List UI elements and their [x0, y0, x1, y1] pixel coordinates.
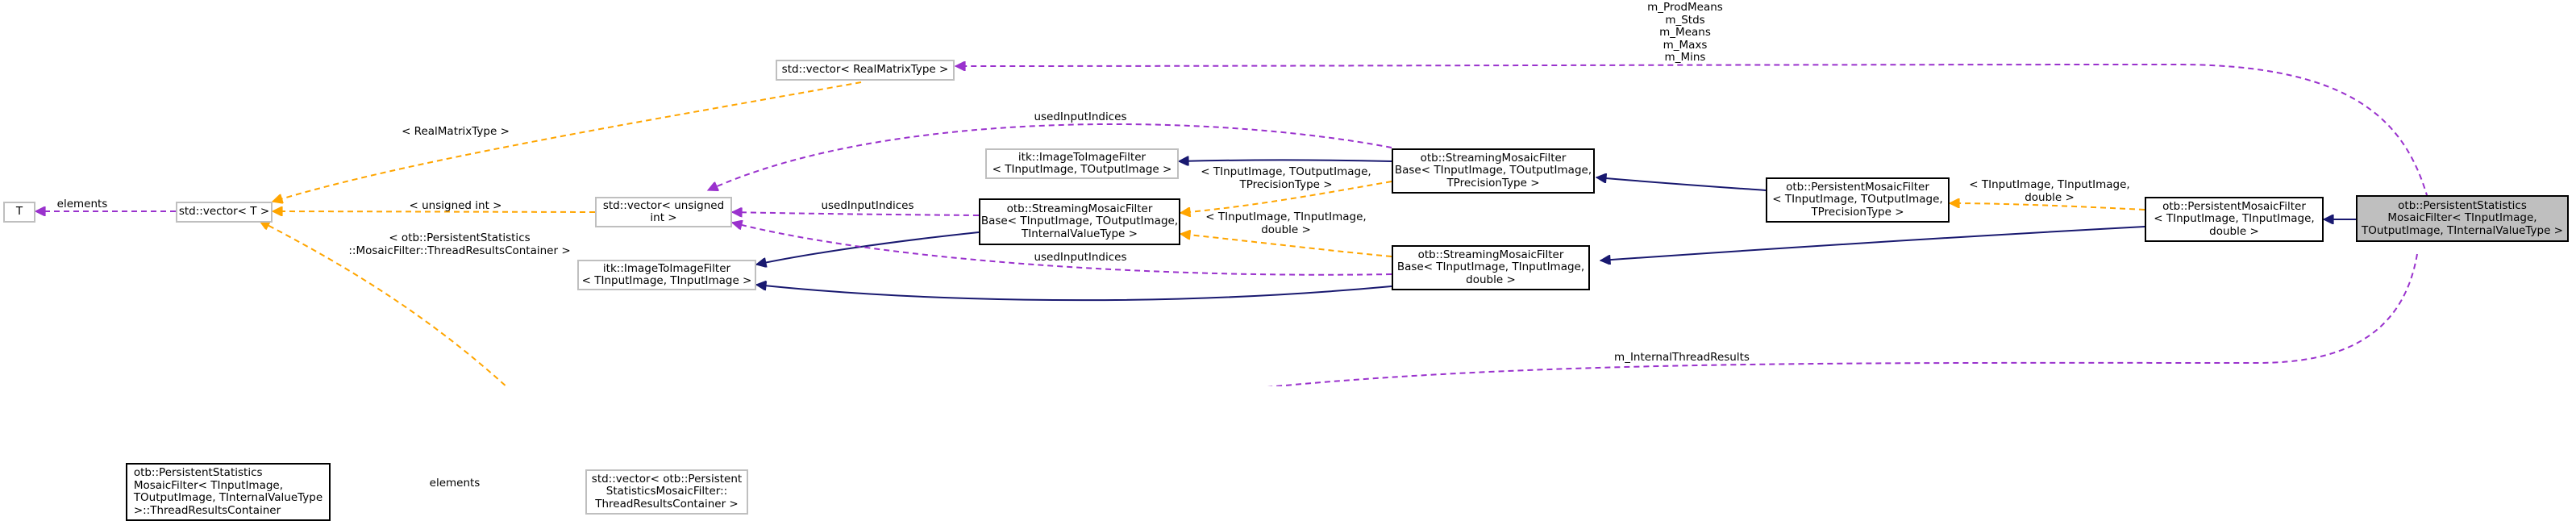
node-persistent-mosaic-filter-double[interactable]: otb::PersistentMosaicFilter < TInputImag… — [2145, 197, 2324, 242]
edge-label-internal-thread-results: m_InternalThreadResults — [1614, 351, 1750, 364]
edge-template-vector-realmatrix-to-vector-t — [273, 81, 862, 202]
node-vector-t[interactable]: std::vector< T > — [176, 202, 273, 223]
edge-label-template-precision: < TInputImage, TOutputImage, TPrecisionT… — [1201, 165, 1371, 191]
edge-template-vector-unsigned-to-vector-t — [273, 211, 596, 212]
collaboration-diagram — [0, 0, 2437, 386]
edge-label-used-input-indices-3: usedInputIndices — [1034, 251, 1127, 264]
node-vector-unsigned-int[interactable]: std::vector< unsigned int > — [595, 197, 732, 227]
node-persistent-statistics-mosaic-filter[interactable]: otb::PersistentStatistics MosaicFilter< … — [2356, 195, 2569, 242]
edge-usage-used-indices-3 — [732, 223, 1392, 276]
node-itk-image-to-image-filter-output[interactable]: itk::ImageToImageFilter < TInputImage, T… — [985, 148, 1179, 179]
node-label: otb::PersistentMosaicFilter < TInputImag… — [2154, 199, 2315, 238]
edge-usage-used-indices-1 — [708, 123, 1392, 190]
node-label: otb::PersistentStatistics MosaicFilter< … — [2362, 198, 2563, 237]
edge-label-template-threadresults: < otb::PersistentStatistics ::MosaicFilt… — [348, 231, 571, 257]
edge-label-used-input-indices-1: usedInputIndices — [1034, 110, 1127, 123]
edge-template-mosaic-double-to-mosaic-precision — [1950, 203, 2145, 210]
node-streaming-mosaic-filter-base-internal[interactable]: otb::StreamingMosaicFilter Base< TInputI… — [979, 198, 1180, 245]
edge-label-template-double-1: < TInputImage, TInputImage, double > — [1969, 178, 2130, 204]
edge-inherit-mosaic-precision-to-streaming-precision — [1596, 177, 1767, 191]
node-t[interactable]: T — [3, 202, 35, 223]
edge-inherit-mosaic-double-to-streaming-double — [1600, 226, 2145, 260]
node-itk-image-to-image-filter-input[interactable]: itk::ImageToImageFilter < TInputImage, T… — [577, 260, 756, 290]
edge-template-streaming-precision-to-streaming-internal — [1180, 181, 1392, 213]
edge-label-elements-1: elements — [56, 198, 108, 210]
node-label: std::vector< otb::Persistent StatisticsM… — [591, 472, 743, 511]
node-label: itk::ImageToImageFilter < TInputImage, T… — [992, 150, 1172, 176]
edge-template-vector-threadresults-to-vector-t — [260, 220, 508, 386]
edge-label-template-double-2: < TInputImage, TInputImage, double > — [1205, 210, 1367, 236]
node-label: otb::PersistentStatistics MosaicFilter< … — [133, 466, 323, 517]
edge-inherit-streaming-double-to-itk-input — [756, 285, 1392, 302]
edge-label-used-input-indices-2: usedInputIndices — [821, 199, 914, 212]
node-label: otb::PersistentMosaicFilter < TInputImag… — [1772, 180, 1943, 219]
node-label: std::vector< T > — [178, 205, 270, 219]
node-label: std::vector< RealMatrixType > — [781, 63, 949, 77]
edge-template-streaming-double-to-streaming-internal — [1180, 234, 1392, 257]
edge-label-template-unsigned-int: < unsigned int > — [409, 199, 502, 212]
edge-label-members-stats: m_ProdMeans m_Stds m_Means m_Maxs m_Mins — [1647, 1, 1723, 64]
node-label: otb::StreamingMosaicFilter Base< TInputI… — [1396, 248, 1585, 286]
node-label: std::vector< unsigned int > — [602, 198, 725, 224]
node-label: otb::StreamingMosaicFilter Base< TInputI… — [980, 202, 1179, 240]
node-persistent-mosaic-filter-precision[interactable]: otb::PersistentMosaicFilter < TInputImag… — [1766, 177, 1950, 223]
node-streaming-mosaic-filter-base-double[interactable]: otb::StreamingMosaicFilter Base< TInputI… — [1392, 245, 1590, 290]
node-label: otb::StreamingMosaicFilter Base< TInputI… — [1394, 151, 1592, 190]
edge-label-elements-2: elements — [429, 477, 481, 490]
edge-inherit-streaming-precision-to-itk-output — [1179, 160, 1392, 162]
node-thread-results-container[interactable]: otb::PersistentStatistics MosaicFilter< … — [126, 463, 331, 521]
edge-label-template-realmatrix: < RealMatrixType > — [402, 125, 510, 138]
edge-usage-used-indices-2 — [732, 212, 980, 215]
node-label: T — [15, 205, 23, 219]
edge-usage-internal-thread-results — [1267, 253, 2418, 386]
edge-usage-members-stats — [955, 65, 2437, 236]
node-vector-realmatrixtype[interactable]: std::vector< RealMatrixType > — [776, 60, 955, 81]
node-label: itk::ImageToImageFilter < TInputImage, T… — [581, 261, 752, 287]
edge-inherit-streaming-internal-to-itk-input — [756, 231, 980, 265]
node-vector-thread-results-container[interactable]: std::vector< otb::Persistent StatisticsM… — [585, 469, 748, 515]
node-streaming-mosaic-filter-base-precision[interactable]: otb::StreamingMosaicFilter Base< TInputI… — [1392, 148, 1595, 194]
